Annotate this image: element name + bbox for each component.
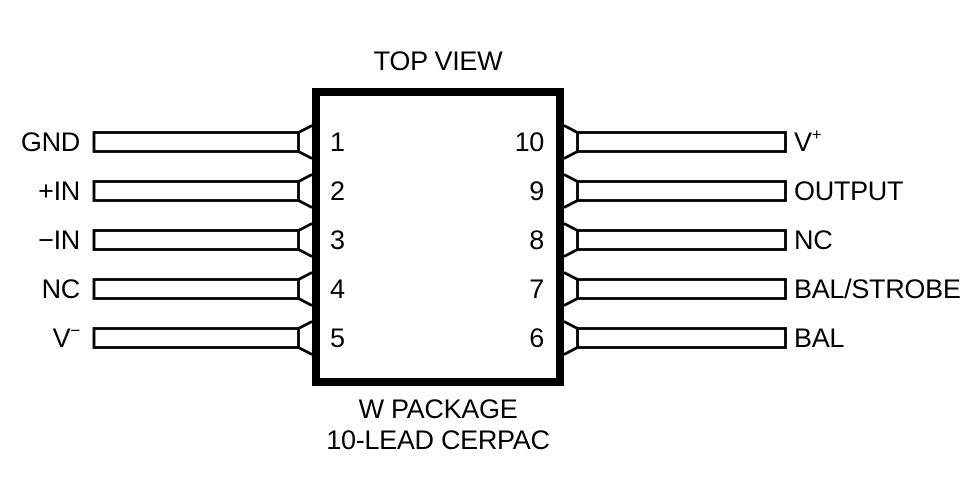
pin-4-lead	[92, 271, 313, 307]
pin-3-number: 3	[330, 225, 345, 255]
diagram-title: TOP VIEW	[373, 46, 503, 76]
pin-1-lead	[92, 124, 313, 160]
pin-9-lead	[563, 173, 787, 209]
pin-1-number: 1	[330, 127, 345, 157]
package-caption-line1: W PACKAGE	[358, 394, 518, 424]
pin-5-lead	[92, 320, 313, 356]
pin-7-label: BAL/STROBE	[794, 274, 961, 304]
pin-7-number: 7	[529, 274, 544, 304]
pin-10-number: 10	[514, 127, 545, 157]
pin-4-number: 4	[330, 274, 345, 304]
pin-9-number: 9	[529, 176, 544, 206]
pin-8-label: NC	[794, 225, 833, 255]
pin-2-lead	[92, 173, 313, 209]
pin-2-label: +IN	[38, 176, 80, 206]
package-caption: W PACKAGE 10-LEAD CERPAC	[188, 394, 688, 456]
pin-10-label: V+	[794, 125, 822, 157]
pin-9-label: OUTPUT	[794, 176, 904, 206]
ic-body: 1 2 3 4 5 10 9 8 7 6	[312, 88, 564, 386]
pin-8-lead	[563, 222, 787, 258]
pin-8-number: 8	[529, 225, 544, 255]
package-caption-line2: 10-LEAD CERPAC	[326, 425, 550, 455]
pin-3-lead	[92, 222, 313, 258]
pin-3-label: −IN	[38, 225, 80, 255]
pin-2-number: 2	[330, 176, 345, 206]
pin-6-lead	[563, 320, 787, 356]
pin-1-label: GND	[20, 127, 80, 157]
pin-6-label: BAL	[794, 323, 845, 353]
pin-5-number: 5	[330, 323, 345, 353]
pin-5-label: V−	[52, 321, 81, 353]
pin-10-lead	[563, 124, 787, 160]
pin-6-number: 6	[529, 323, 544, 353]
pin-4-label: NC	[41, 274, 81, 304]
pin-7-lead	[563, 271, 787, 307]
